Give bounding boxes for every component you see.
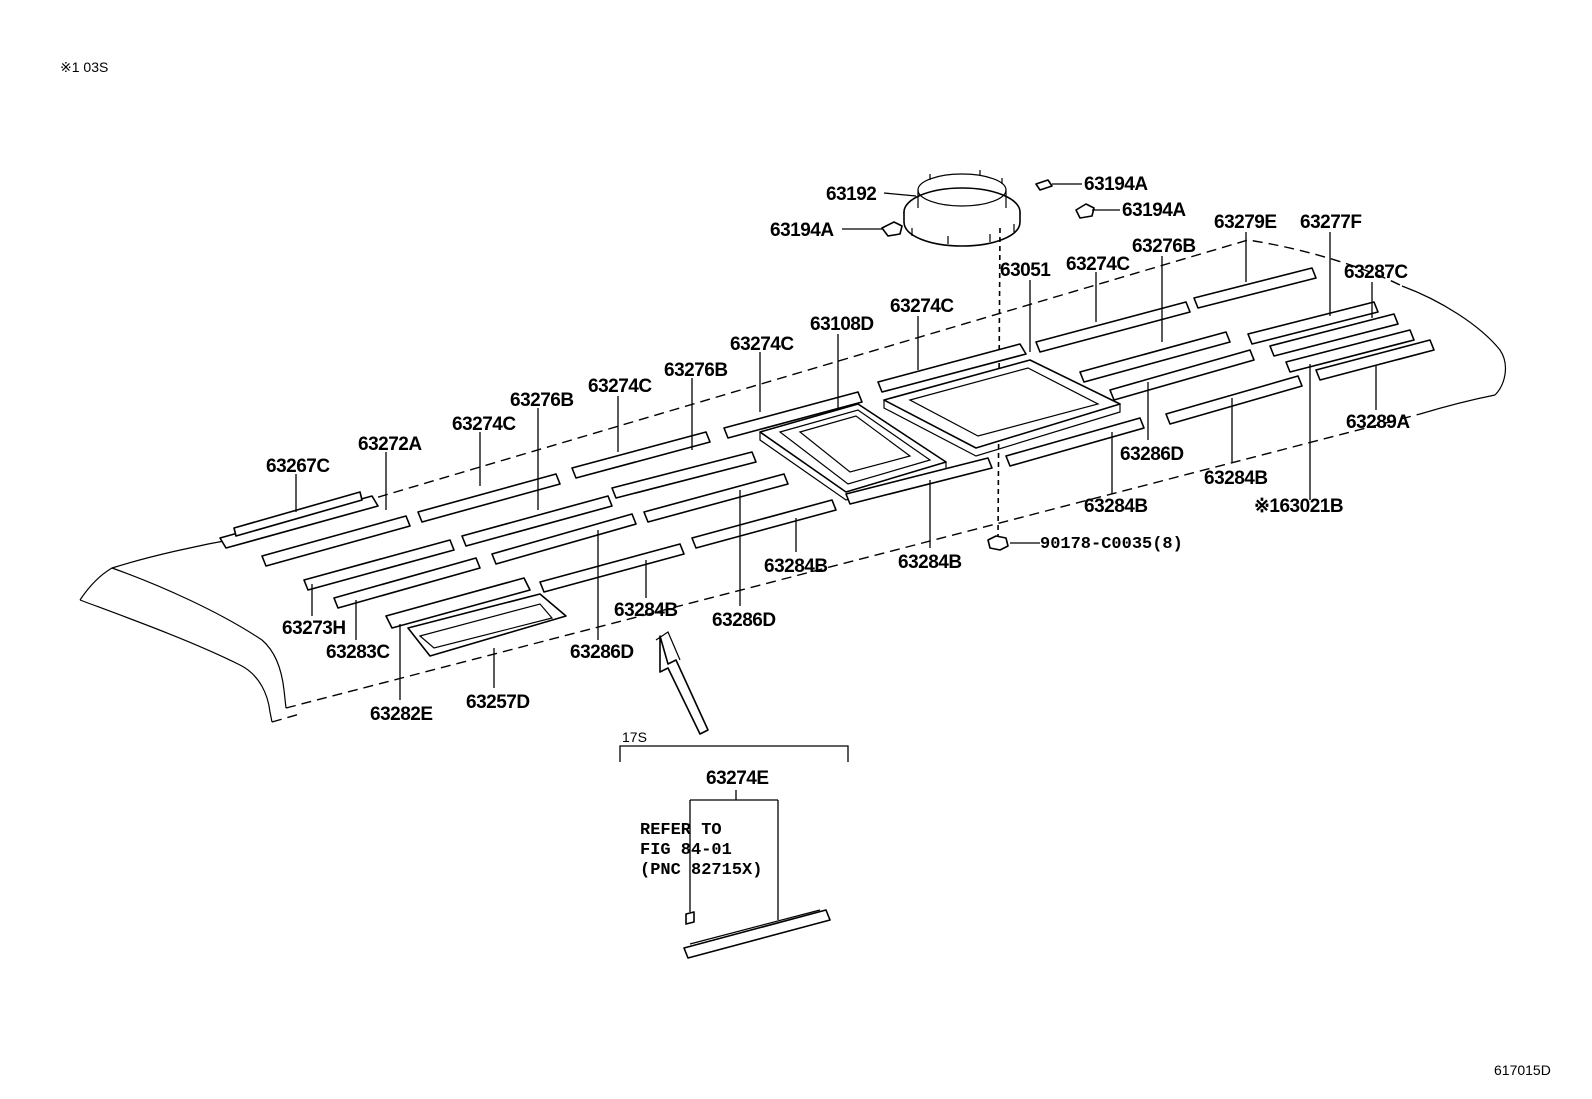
label-90178: 90178-C0035(8) bbox=[1040, 535, 1183, 554]
inset-17S bbox=[619, 745, 849, 959]
inset-arrow bbox=[655, 631, 709, 735]
label-63286D-c: 63286D bbox=[712, 610, 776, 631]
label-63284B-r: 63284B bbox=[1204, 468, 1268, 489]
label-63284B-l: 63284B bbox=[614, 600, 678, 621]
roof-panel-outline bbox=[79, 239, 1507, 723]
inset-refer-line1: REFER TO bbox=[640, 821, 722, 840]
inset-part-label: 63274E bbox=[706, 768, 769, 789]
label-63194A-b: 63194A bbox=[1122, 200, 1186, 221]
nut-part bbox=[987, 535, 1040, 551]
label-63274C-ml: 63274C bbox=[588, 376, 652, 397]
inset-refer-line2: FIG 84-01 bbox=[640, 841, 732, 860]
label-63284B-cl: 63284B bbox=[764, 556, 828, 577]
sunroof-frame-part bbox=[759, 359, 1121, 501]
header-note: ※1 03S bbox=[60, 59, 108, 75]
label-63286D-l: 63286D bbox=[570, 642, 634, 663]
label-63284B-rm: 63284B bbox=[1084, 496, 1148, 517]
label-63267C: 63267C bbox=[266, 456, 330, 477]
label-63284B-c: 63284B bbox=[898, 552, 962, 573]
label-63274C-m: 63274C bbox=[890, 296, 954, 317]
label-63287C: 63287C bbox=[1344, 262, 1408, 283]
inset-refer-line3: (PNC 82715X) bbox=[640, 861, 762, 880]
label-63276B-l: 63276B bbox=[510, 390, 574, 411]
label-63194A-c: 63194A bbox=[770, 220, 834, 241]
label-63286D-r: 63286D bbox=[1120, 444, 1184, 465]
label-63276B-m: 63276B bbox=[664, 360, 728, 381]
label-63272A: 63272A bbox=[358, 434, 422, 455]
label-63194A-a: 63194A bbox=[1084, 174, 1148, 195]
label-63289A: 63289A bbox=[1346, 412, 1410, 433]
label-63021B: ※163021B bbox=[1254, 496, 1343, 517]
roof-rail-parts bbox=[219, 267, 1435, 657]
figure-id: 617015D bbox=[1494, 1062, 1551, 1078]
label-63277F: 63277F bbox=[1300, 212, 1361, 233]
leader-lines bbox=[295, 183, 1377, 700]
label-63274C-r: 63274C bbox=[1066, 254, 1130, 275]
label-63051: 63051 bbox=[1000, 260, 1051, 281]
label-63257D: 63257D bbox=[466, 692, 530, 713]
label-63276B-r: 63276B bbox=[1132, 236, 1196, 257]
label-63192: 63192 bbox=[826, 184, 876, 205]
label-63282E: 63282E bbox=[370, 704, 433, 725]
label-63274C-mc: 63274C bbox=[730, 334, 794, 355]
label-63283C: 63283C bbox=[326, 642, 390, 663]
sunroof-ring-part bbox=[903, 170, 1021, 247]
label-63274C-l: 63274C bbox=[452, 414, 516, 435]
inset-range: 17S bbox=[622, 729, 647, 745]
label-63279E: 63279E bbox=[1214, 212, 1277, 233]
bracket-parts-63194A bbox=[881, 179, 1095, 237]
label-63273H: 63273H bbox=[282, 618, 346, 639]
label-63108D: 63108D bbox=[810, 314, 874, 335]
